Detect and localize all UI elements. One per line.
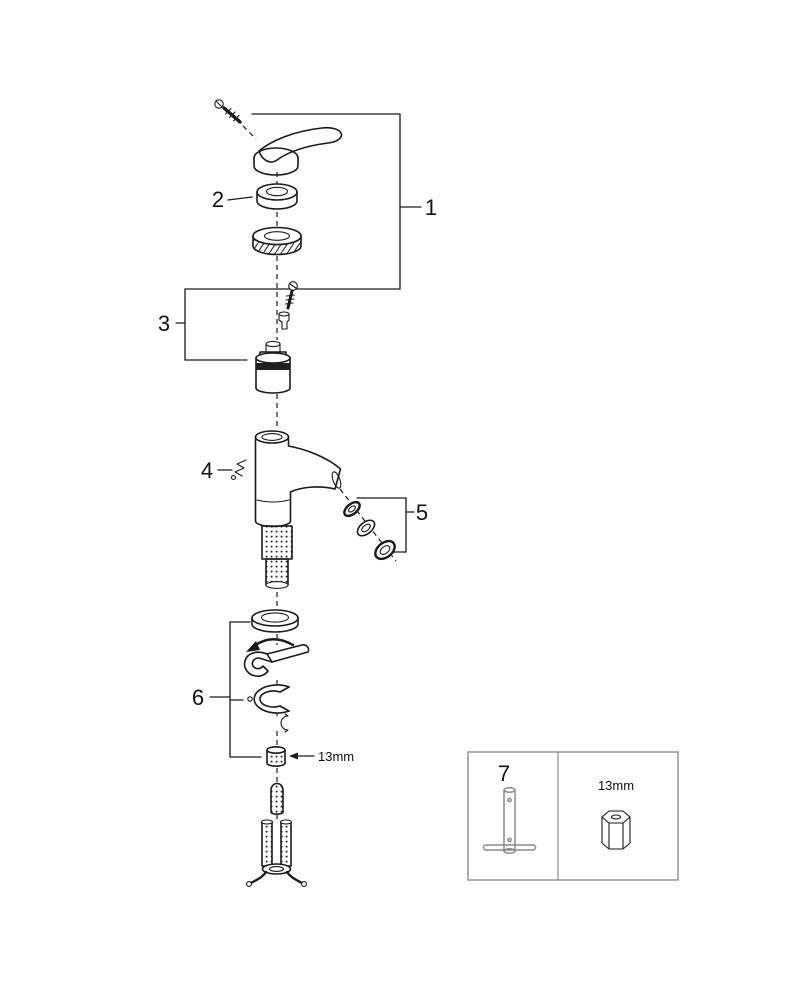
callout-6-label: 6 — [192, 685, 204, 710]
handle-lever — [253, 126, 343, 176]
aerator-parts — [343, 500, 396, 561]
retaining-ring — [252, 226, 302, 256]
faucet-body — [254, 430, 342, 528]
hose-left — [261, 821, 273, 867]
mounting-wrench — [243, 638, 310, 677]
callout-1-label: 1 — [425, 195, 437, 220]
base-gasket — [251, 609, 299, 633]
mounting-nut — [266, 745, 286, 767]
cartridge-screw — [284, 281, 298, 310]
cap-ring — [256, 183, 298, 210]
mounting-horseshoe — [247, 684, 290, 714]
hex-socket-icon — [601, 810, 631, 850]
detail-box: 7 13mm — [467, 751, 679, 881]
cartridge — [255, 340, 291, 394]
mounting-tool-icon — [482, 787, 537, 854]
threaded-stud — [270, 782, 284, 815]
callout-3-label: 3 — [158, 311, 170, 336]
screw-axis — [242, 125, 257, 140]
handle-screw — [214, 99, 242, 124]
nut-size-arrowhead — [289, 752, 298, 760]
nut-size-label: 13mm — [318, 749, 354, 764]
callout-2-label: 2 — [212, 187, 224, 212]
rotation-arrowhead — [246, 641, 260, 652]
callout-4-label: 4 — [201, 458, 213, 483]
flex-hoses — [246, 819, 307, 887]
hose-right — [280, 821, 292, 867]
handle-side-clip — [230, 459, 247, 481]
detail-box-frame — [467, 751, 679, 881]
aerator-ring — [356, 519, 376, 537]
callout-7-label: 7 — [498, 761, 510, 786]
socket-size-label: 13mm — [598, 778, 634, 793]
aerator-screen — [343, 500, 361, 518]
threaded-shank — [261, 525, 293, 589]
aerator-housing — [374, 539, 396, 561]
valve-stem — [278, 311, 290, 330]
retaining-clip — [280, 713, 289, 733]
callout-5-label: 5 — [416, 500, 428, 525]
spout-outlet — [331, 471, 342, 489]
hose-base-nut — [261, 863, 292, 875]
